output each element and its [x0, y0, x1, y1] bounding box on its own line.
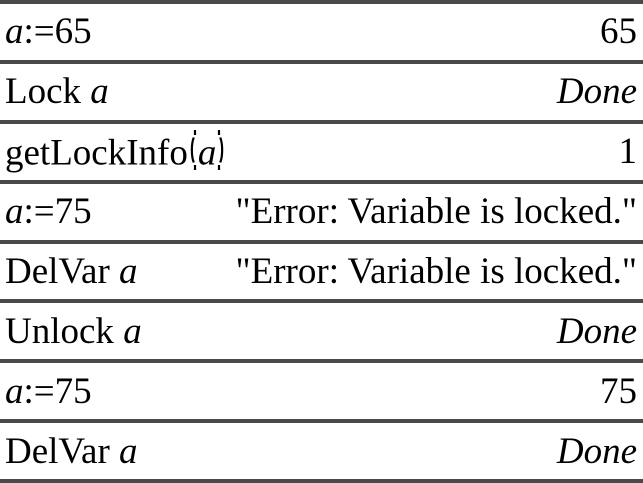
expression-segment: :=75: [23, 370, 92, 412]
expression-segment: a: [5, 370, 24, 412]
result-value: "Error: Variable is locked.": [235, 191, 637, 233]
history-row[interactable]: a:=65 65: [0, 4, 643, 64]
result-value: Done: [556, 71, 637, 113]
expression-segment: Lock: [5, 71, 91, 113]
expression-segment: :=65: [23, 11, 92, 53]
result-value: 65: [600, 11, 637, 53]
expression-segment: a: [197, 132, 217, 174]
stretch-paren-open-icon: [188, 129, 198, 174]
result-value: "Error: Variable is locked.": [235, 250, 637, 292]
input-expression: DelVar a: [5, 250, 138, 293]
history-row[interactable]: a:=75 75: [0, 363, 643, 424]
input-expression: DelVar a: [5, 430, 138, 473]
result-value: Done: [556, 430, 637, 472]
expression-segment: Unlock: [5, 310, 124, 352]
input-expression: a:=75: [5, 190, 92, 233]
history-row[interactable]: a:=75 "Error: Variable is locked.": [0, 184, 643, 244]
expression-segment: DelVar: [5, 250, 120, 292]
input-expression: a:=65: [5, 10, 92, 53]
input-expression: a:=75: [5, 370, 92, 413]
history-row[interactable]: DelVar a Done: [0, 423, 643, 479]
input-expression: Unlock a: [5, 310, 142, 353]
expression-segment: a: [5, 11, 24, 53]
expression-segment: a: [90, 71, 109, 113]
expression-segment: a: [119, 430, 138, 472]
expression-segment: a: [119, 250, 138, 292]
history-row[interactable]: Lock a Done: [0, 64, 643, 124]
history-row[interactable]: Unlock a Done: [0, 303, 643, 364]
expression-segment: a: [5, 191, 24, 233]
stretch-paren-close-icon: [216, 129, 226, 174]
expression-segment: getLockInfo: [5, 132, 188, 174]
history-row[interactable]: DelVar a "Error: Variable is locked.": [0, 244, 643, 304]
result-value: Done: [556, 310, 637, 352]
result-value: 1: [618, 131, 638, 173]
expression-segment: a: [123, 310, 142, 352]
expression-segment: DelVar: [5, 430, 120, 472]
expression-segment: :=75: [23, 191, 92, 233]
input-expression: Lock a: [5, 70, 109, 113]
result-value: 75: [600, 370, 637, 412]
